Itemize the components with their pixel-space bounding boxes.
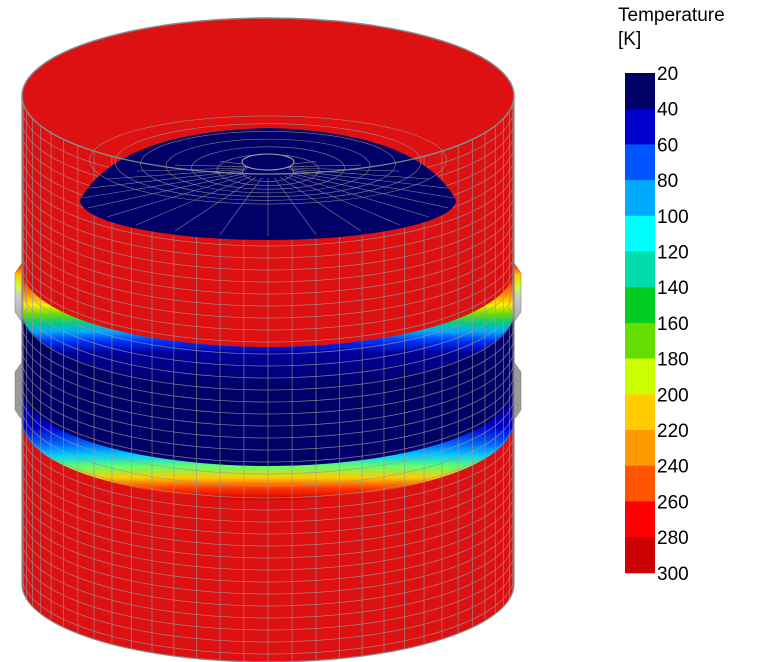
mesh-ring	[21, 407, 515, 487]
colorbar-segment	[625, 322, 655, 360]
colorbar-segment	[625, 465, 655, 502]
dome-spoke	[106, 174, 248, 218]
mesh-ring	[21, 575, 515, 655]
mesh-ring	[21, 479, 515, 559]
dome-spoke	[284, 175, 400, 226]
mesh-ring	[21, 251, 515, 331]
dome-spoke	[106, 168, 248, 180]
lower-gradient-ring	[22, 388, 514, 500]
colorbar-segment	[625, 537, 655, 574]
dome-spoke	[288, 168, 430, 180]
dome-spoke	[291, 173, 448, 209]
upper-gradient-ring	[22, 269, 514, 389]
mesh-ring	[21, 539, 515, 619]
mesh-ring	[21, 335, 515, 415]
dome-spoke	[81, 171, 245, 199]
dome-spoke	[174, 164, 257, 168]
mesh-ring	[21, 467, 515, 547]
mesh-ring	[21, 503, 515, 583]
colorbar-tick-label: 300	[657, 564, 689, 585]
dome-spoke	[279, 164, 362, 168]
dome-top-hole	[241, 153, 295, 171]
dome-spoke	[291, 170, 448, 189]
mesh-ring	[21, 179, 515, 259]
mesh-ring	[21, 263, 515, 343]
mesh-ring	[21, 371, 515, 451]
mesh-ring	[21, 491, 515, 571]
mesh-ring	[21, 227, 515, 307]
colorbar-tick-label: 160	[657, 314, 689, 335]
mesh-ring	[21, 419, 515, 499]
cylinder-outline	[21, 95, 515, 662]
dome-spoke	[291, 171, 455, 199]
dome-spoke	[219, 177, 263, 235]
colorbar-segment	[625, 144, 655, 181]
colorbar-segment	[625, 430, 655, 467]
mesh-ring	[21, 359, 515, 439]
dome-spoke	[284, 167, 400, 172]
colorbar-tick-label: 80	[657, 171, 678, 192]
colorbar-segment	[625, 394, 655, 431]
dome-spoke	[279, 176, 362, 232]
mesh-ring	[21, 203, 515, 283]
mesh-ring	[21, 443, 515, 523]
mesh-ring	[21, 299, 515, 379]
dome-spoke	[136, 175, 252, 226]
legend-title: Temperature [K]	[618, 5, 725, 50]
mesh-ring	[21, 287, 515, 367]
colorbar-tick-label: 280	[657, 528, 689, 549]
mesh-ring	[21, 563, 515, 643]
colorbar-segment	[625, 215, 655, 252]
dome-spoke	[88, 173, 245, 209]
colorbar-segment	[625, 73, 655, 110]
dome-spoke	[136, 167, 252, 172]
colorbar-tick-label: 120	[657, 243, 689, 264]
colorbar-segment	[625, 358, 655, 395]
mesh-ring	[21, 551, 515, 631]
colorbar-tick-label: 180	[657, 350, 689, 371]
mesh-ring	[21, 215, 515, 295]
colorbar-tick-label: 220	[657, 421, 689, 442]
colorbar-tick-label: 40	[657, 100, 678, 121]
colorbar-tick-label: 240	[657, 457, 689, 478]
mesh-ring	[21, 275, 515, 355]
colorbar-tick-label: 60	[657, 135, 678, 156]
mesh-ring	[21, 191, 515, 271]
dome-spoke	[273, 177, 317, 235]
mesh-ring	[21, 347, 515, 427]
colorbar-segment	[625, 180, 655, 217]
mesh-ring	[21, 455, 515, 535]
mesh-ring	[21, 395, 515, 475]
colorbar-segment	[625, 251, 655, 288]
colorbar-segment	[625, 501, 655, 538]
mesh-ring	[21, 239, 515, 319]
colorbar-tick-label: 260	[657, 492, 689, 513]
mesh-ring	[21, 527, 515, 607]
mesh-ring	[21, 167, 515, 247]
mesh-ring	[21, 515, 515, 595]
dome-spoke	[88, 170, 245, 189]
colorbar-tick-label: 140	[657, 278, 689, 299]
colorbar-segment	[625, 108, 655, 145]
mesh-ring	[21, 431, 515, 511]
mesh-ring	[21, 323, 515, 403]
dome-spoke	[288, 174, 430, 218]
colorbar-tick-label: 200	[657, 385, 689, 406]
colorbar-tick-label: 100	[657, 207, 689, 228]
cylinder-model	[14, 96, 522, 662]
mesh-ring	[21, 383, 515, 463]
mesh-ring	[21, 311, 515, 391]
colorbar-segment	[625, 287, 655, 324]
cylinder-top-opening	[21, 17, 515, 240]
colorbar-tick-label: 20	[657, 64, 678, 85]
dome-spoke	[174, 176, 257, 232]
